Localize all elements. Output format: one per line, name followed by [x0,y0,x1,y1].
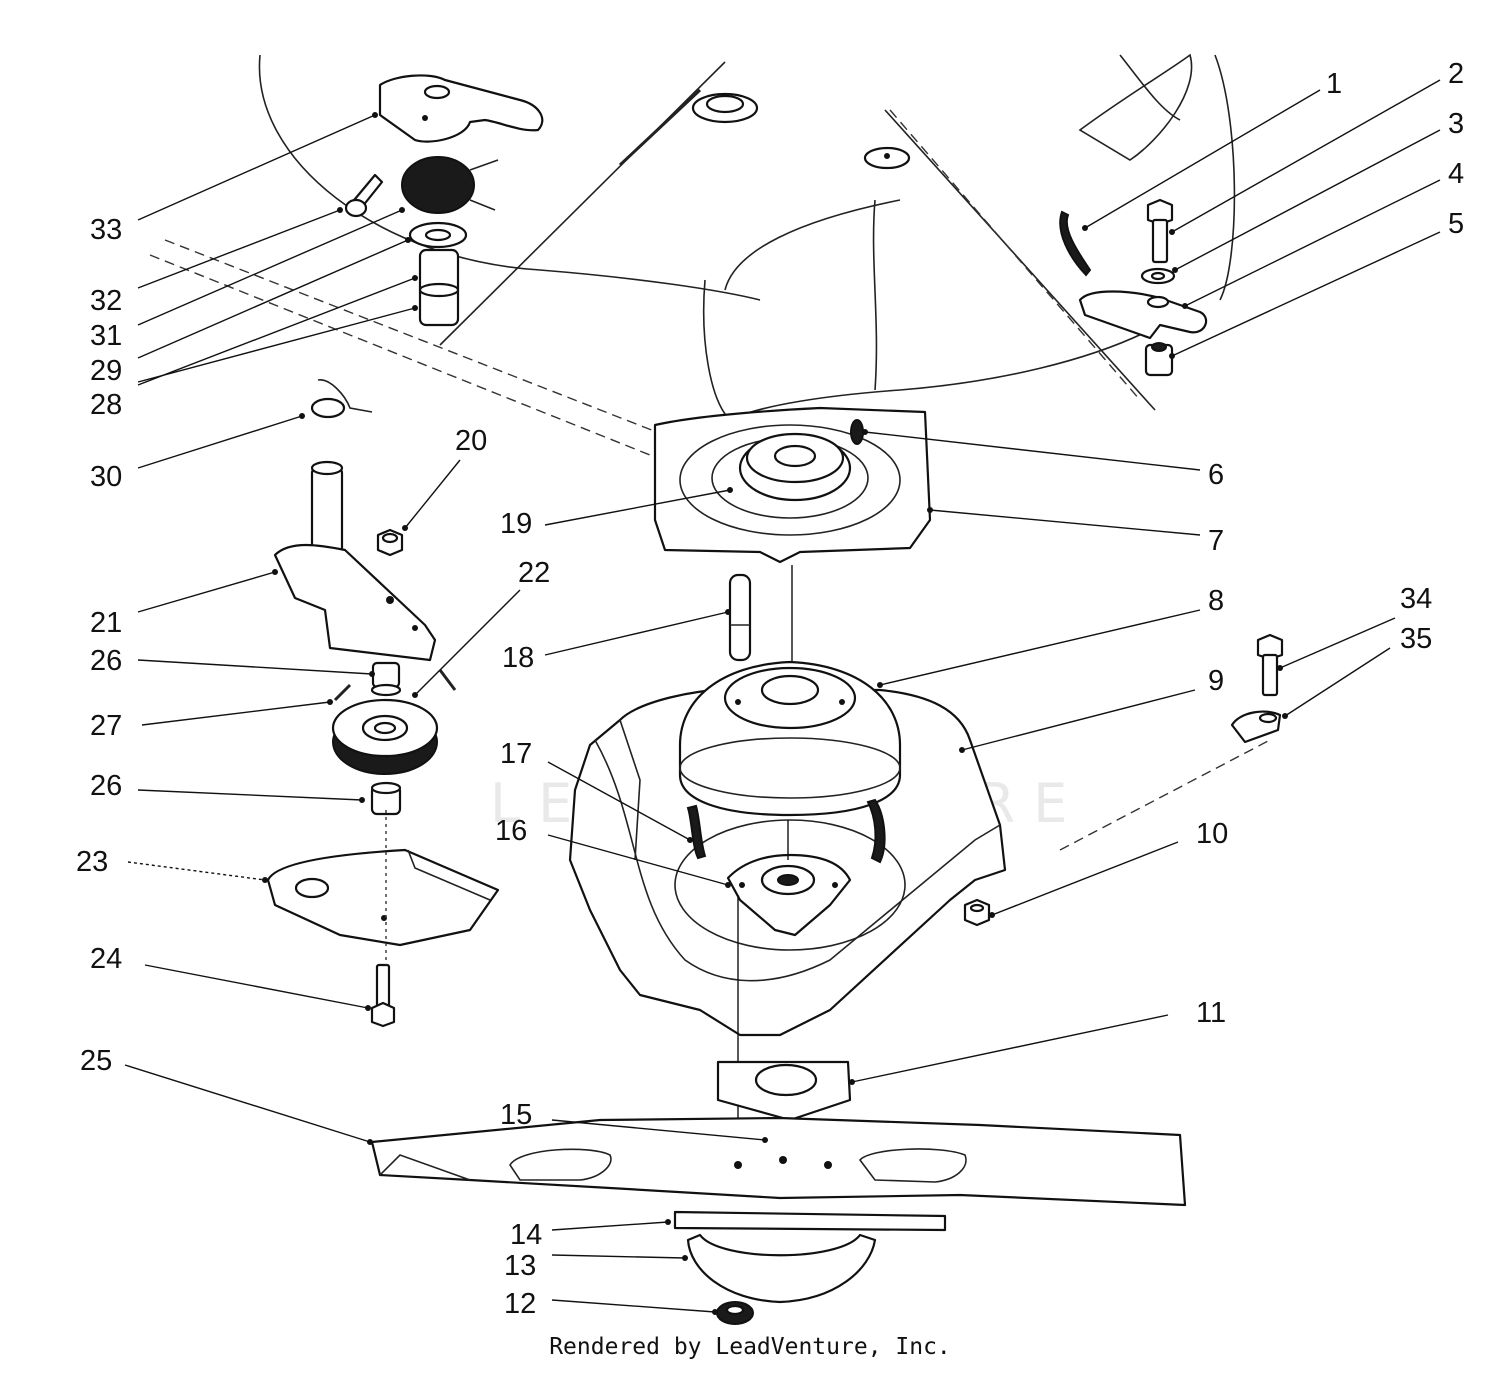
callout-27: 27 [90,710,122,742]
credit-text: Rendered by LeadVenture, Inc. [549,1334,951,1360]
part-5-spacer [1144,342,1174,377]
leader-lines [124,79,1441,1315]
callout-29: 29 [90,355,122,387]
part-28-bushing [418,248,460,327]
part-1-clip [1059,210,1092,277]
part-21-idler-arm [273,460,437,662]
part-13-cup [686,1233,877,1304]
callout-30: 30 [90,461,122,493]
part-6-key [850,419,864,445]
callout-18: 18 [502,642,534,674]
callout-20: 20 [455,425,487,457]
callout-1: 1 [1326,68,1342,100]
part-31-spring [401,156,499,214]
part-33-lever [378,74,544,143]
part-3-washer [1140,267,1176,285]
part-8-cover [678,660,902,817]
part-26-spacer-upper [370,661,402,697]
callout-13: 13 [504,1250,536,1282]
callout-17: 17 [500,738,532,770]
callout-26-lower: 26 [90,770,122,802]
part-12-nut [716,1301,754,1325]
callout-8: 8 [1208,585,1224,617]
callout-5: 5 [1448,208,1464,240]
callout-2: 2 [1448,58,1464,90]
part-34-bolt [1256,633,1284,697]
callout-4: 4 [1448,158,1464,190]
part-19-pulley [738,432,852,502]
part-30-clip [310,379,373,419]
part-2-bolt [1146,198,1174,264]
part-35-plate [1230,710,1282,744]
callout-19: 19 [500,508,532,540]
callout-15: 15 [500,1099,532,1131]
callout-32: 32 [90,285,122,317]
callout-24: 24 [90,943,122,975]
callout-11: 11 [1196,997,1226,1029]
callout-12: 12 [504,1288,536,1320]
callout-31: 31 [90,320,122,352]
callout-34: 34 [1400,583,1432,615]
callout-labels: 1 2 3 4 5 6 7 8 9 10 11 12 13 14 15 16 1… [76,58,1464,1320]
callout-26-upper: 26 [90,645,122,677]
callout-33: 33 [90,214,122,246]
part-29-washer [408,221,468,249]
callout-22: 22 [518,557,550,589]
callout-16: 16 [495,815,527,847]
part-25-blade [370,1116,1187,1207]
callout-9: 9 [1208,665,1224,697]
part-11-adapter [716,1060,852,1122]
part-18-pin [728,573,752,662]
callout-23: 23 [76,846,108,878]
part-20-nut [376,528,404,557]
callout-28: 28 [90,389,122,421]
callout-21: 21 [90,607,122,639]
part-32-bolt [344,173,384,218]
callout-3: 3 [1448,108,1464,140]
part-16-flange [726,853,852,937]
callout-10: 10 [1196,818,1228,850]
deck-outline [149,53,1271,851]
callout-14: 14 [510,1219,542,1251]
callout-7: 7 [1208,525,1224,557]
part-27-pulley [331,669,457,775]
callout-25: 25 [80,1045,112,1077]
part-17-guards [686,798,886,864]
part-10-nut [963,898,991,927]
part-4-arm [1078,290,1208,340]
part-26-spacer-lower [370,781,402,816]
callout-6: 6 [1208,459,1224,491]
part-14-plate [673,1210,947,1232]
callout-35: 35 [1400,623,1432,655]
part-24-bolt [370,963,396,1028]
part-23-bracket [266,848,500,947]
